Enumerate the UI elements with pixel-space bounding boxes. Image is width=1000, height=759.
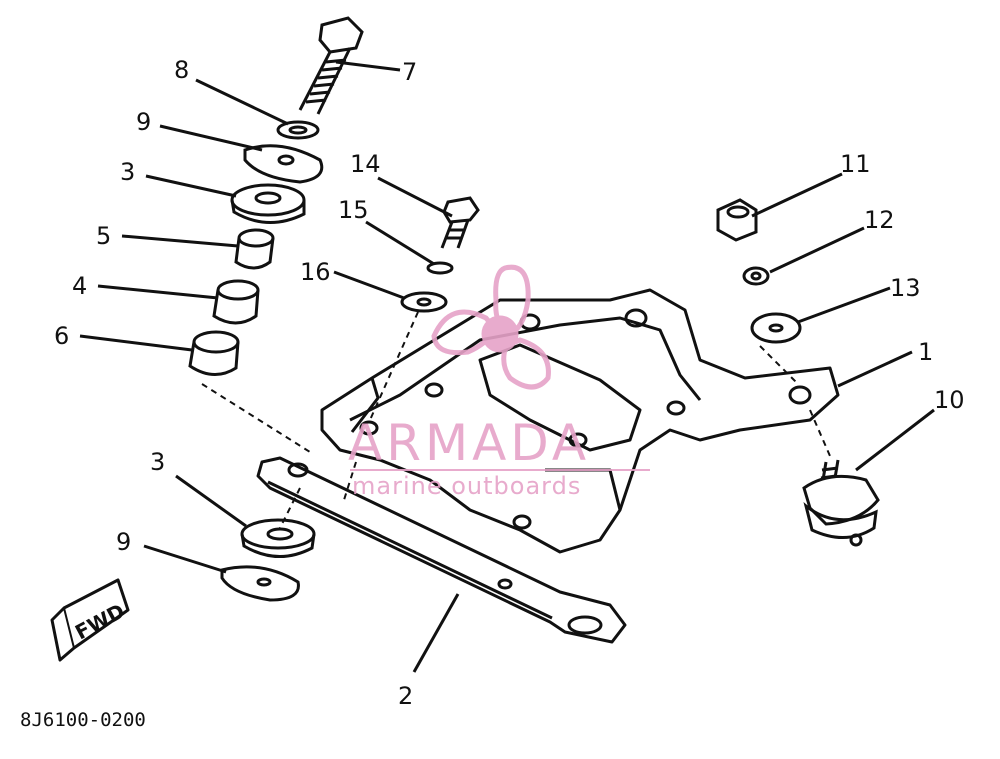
callout-6: 6 xyxy=(54,322,69,350)
callout-3b: 3 xyxy=(150,448,165,476)
diagram-code: 8J6100-0200 xyxy=(20,709,146,731)
damper-part-10 xyxy=(802,459,880,547)
callout-16: 16 xyxy=(300,258,331,286)
propeller-logo-icon xyxy=(431,264,551,390)
callout-4: 4 xyxy=(72,272,87,300)
washer-part-8 xyxy=(276,120,320,140)
cushion-part-3-top xyxy=(230,183,306,224)
watermark-tagline: marine outboards xyxy=(352,472,581,500)
callout-8: 8 xyxy=(174,56,189,84)
callout-5: 5 xyxy=(96,222,111,250)
callout-1: 1 xyxy=(918,338,933,366)
washer-part-16 xyxy=(400,291,448,313)
callout-9a: 9 xyxy=(136,108,151,136)
collar-part-4 xyxy=(212,279,260,325)
callout-15: 15 xyxy=(338,196,369,224)
washer-part-12 xyxy=(742,266,770,286)
bolt-part-7 xyxy=(298,16,364,115)
collar-part-6 xyxy=(188,330,240,376)
callout-14: 14 xyxy=(350,150,381,178)
callout-10: 10 xyxy=(934,386,965,414)
callout-7: 7 xyxy=(402,58,417,86)
callout-3a: 3 xyxy=(120,158,135,186)
washer-part-9-bottom xyxy=(220,565,300,602)
cushion-part-3-bottom xyxy=(240,518,316,558)
callout-11: 11 xyxy=(840,150,871,178)
callout-12: 12 xyxy=(864,206,895,234)
washer-part-15 xyxy=(426,261,454,275)
washer-part-9-top xyxy=(243,144,324,184)
callout-13: 13 xyxy=(890,274,921,302)
washer-part-13 xyxy=(750,312,802,344)
watermark-brand: ARMADA xyxy=(348,414,590,472)
strap-part-2 xyxy=(256,456,627,644)
nut-part-11 xyxy=(716,198,758,242)
bolt-part-14 xyxy=(440,196,480,249)
leader-lines xyxy=(79,60,935,673)
watermark: ARMADA marine outboards xyxy=(348,264,650,500)
collar-part-5 xyxy=(234,228,275,270)
assembly-guide-lines xyxy=(201,311,831,529)
callout-2: 2 xyxy=(398,682,413,710)
callouts: 1 2 3 3 4 5 6 7 8 9 9 10 11 12 13 14 15 … xyxy=(54,56,965,710)
callout-9b: 9 xyxy=(116,528,131,556)
fwd-tag: FWD xyxy=(50,578,130,662)
